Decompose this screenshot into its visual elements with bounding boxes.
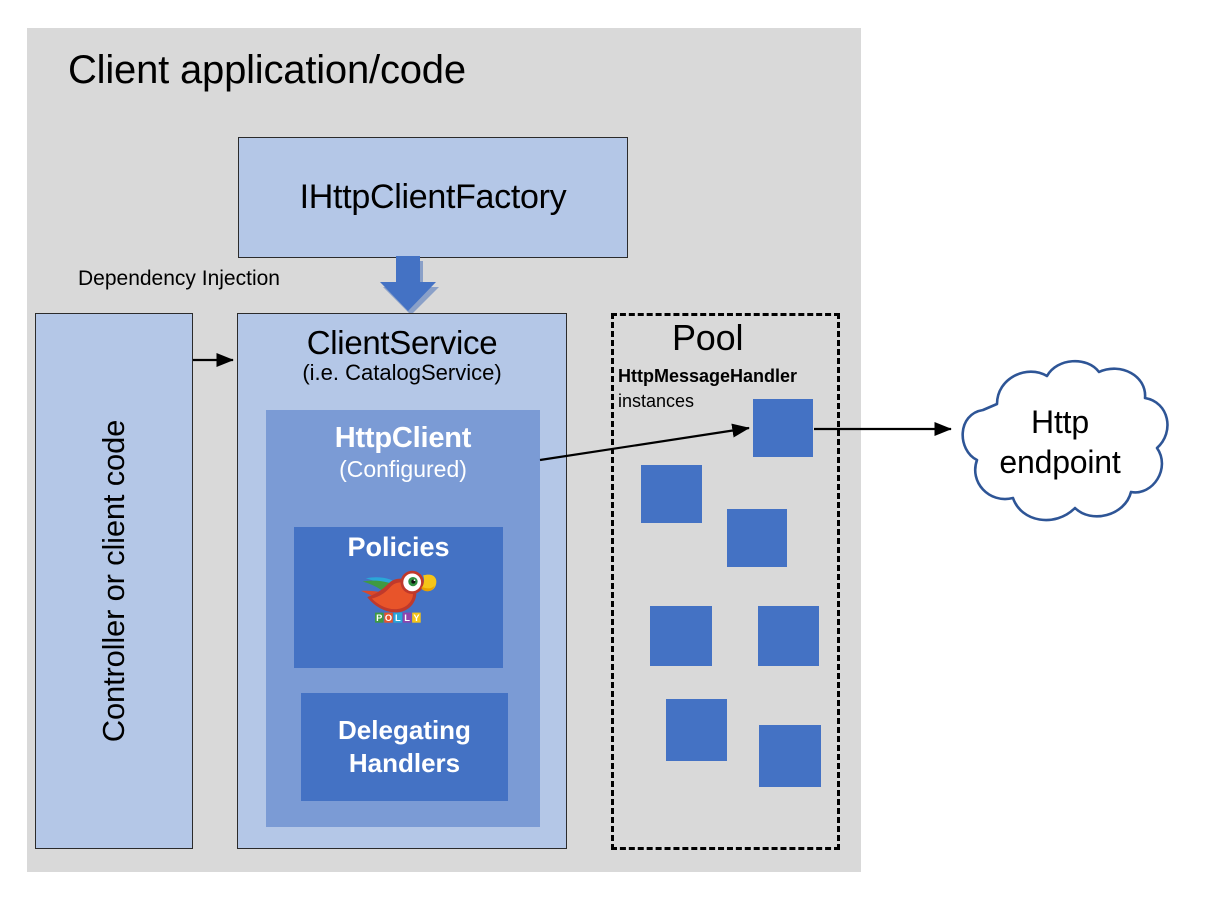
http-endpoint-line1: Http [1031,404,1089,440]
httpmessagehandler-instance [666,699,727,761]
dependency-injection-label: Dependency Injection [78,267,280,290]
panel-title: Client application/code [68,48,466,92]
pool-subtitle-plain: instances [618,391,695,411]
svg-text:O: O [384,613,391,623]
clientservice-title: ClientService [306,324,498,361]
httpclient-subtitle: (Configured) [339,456,467,482]
httpmessagehandler-instance [759,725,821,787]
clientservice-subtitle: (i.e. CatalogService) [302,360,502,385]
httpmessagehandler-instance [727,509,787,567]
policies-box: Policies P O L [294,527,503,668]
delegating-handlers-line1: Delegating [338,714,471,745]
policies-title: Policies [347,532,450,562]
httpmessagehandler-instance [753,399,813,457]
controller-label: Controller or client code [96,419,132,743]
http-endpoint-label: Http endpoint [935,402,1185,482]
controller-or-client-code-box: Controller or client code [35,313,193,849]
http-endpoint-line2: endpoint [999,444,1121,480]
delegating-handlers-line2: Handlers [348,748,461,778]
cloud-shape-icon [961,359,1169,522]
pool-subtitle-bold: HttpMessageHandler [618,366,798,386]
httpclient-title: HttpClient [334,422,472,454]
down-block-arrow-icon [380,256,439,315]
delegating-handlers-box: Delegating Handlers [301,693,508,801]
ihttpclientfactory-box: IHttpClientFactory [238,137,628,258]
pool-title: Pool [672,317,744,358]
ihttpclientfactory-label: IHttpClientFactory [299,177,567,216]
svg-text:L: L [395,613,401,623]
polly-parrot-logo-icon: P O L L Y [360,570,436,623]
svg-text:Y: Y [413,613,420,623]
svg-text:P: P [376,613,382,623]
httpmessagehandler-instance [650,606,712,666]
pool-box [611,313,840,850]
httpmessagehandler-instance [758,606,819,666]
svg-text:L: L [404,613,410,623]
httpmessagehandler-instance [641,465,702,523]
http-endpoint-cloud: Http endpoint [935,352,1185,548]
